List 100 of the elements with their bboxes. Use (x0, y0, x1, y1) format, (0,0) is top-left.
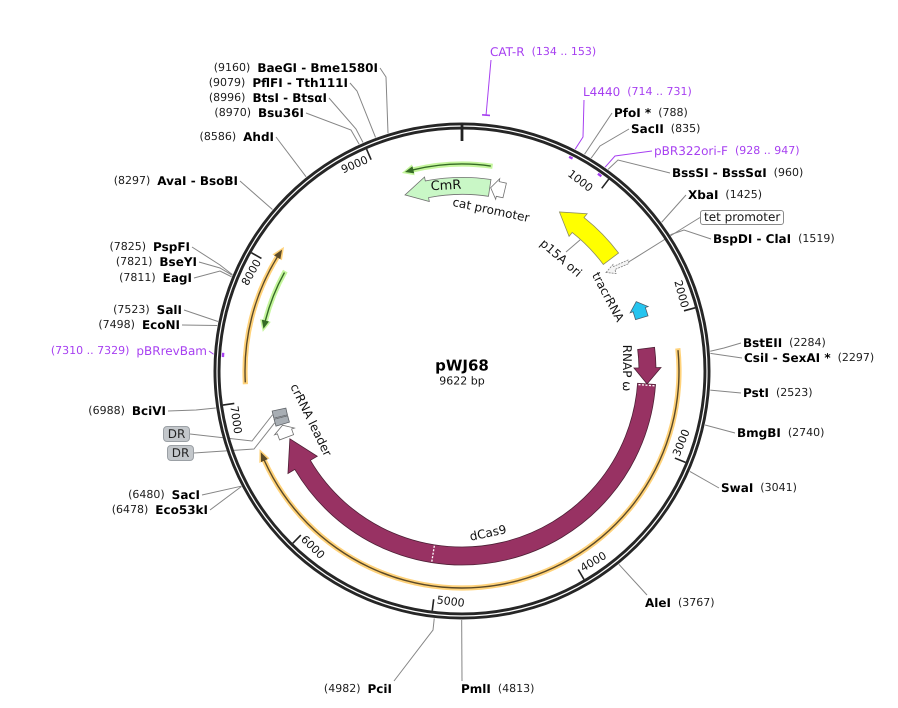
enzyme-name: PspFI (153, 239, 190, 255)
site-position: (8996) (208, 90, 246, 106)
leader-line (661, 194, 686, 223)
enzyme-name: BmgBI (737, 425, 781, 441)
tag-label: DR (167, 445, 194, 461)
primer-name: L4440 (583, 84, 620, 100)
enzyme-name: BstEII (743, 335, 782, 351)
feature-label: dCas9 (468, 522, 508, 544)
leader-line (590, 128, 630, 159)
site-position: (7498) (98, 317, 135, 333)
feature-label: cat promoter (451, 195, 531, 225)
leader-line (202, 486, 242, 496)
site-position: (9160) (214, 60, 250, 76)
site-position: (8970) (214, 105, 251, 121)
site-position: (8586) (200, 129, 236, 145)
leader-line (182, 324, 218, 326)
enzyme-name: BtsI - BtsαI (252, 90, 327, 106)
leader-line (194, 422, 276, 454)
scale-number: 5000 (436, 594, 466, 610)
site-position: (7811) (119, 270, 156, 286)
leader-line (608, 159, 670, 174)
primer-name: pBRrevBam (136, 343, 207, 359)
leader-line (168, 408, 216, 412)
primer-range: (7310 .. 7329) (50, 343, 130, 359)
feature-block (490, 178, 507, 200)
repeat-bar (272, 408, 288, 419)
scale-number: 7000 (228, 406, 244, 436)
leader-line (194, 270, 232, 278)
enzyme-name: PmlI (461, 681, 491, 697)
scale-number: 2000 (671, 279, 690, 310)
site-position: (7825) (109, 239, 146, 255)
leader-line (350, 82, 376, 138)
enzyme-name: BssSI - BssSαI (672, 165, 767, 181)
feature-block (605, 259, 630, 274)
repeat-bar (274, 415, 290, 426)
feature-block (274, 424, 295, 440)
primer-range: (134 .. 153) (532, 44, 596, 60)
enzyme-name: EagI (162, 270, 192, 286)
enzyme-name: CsiI - SexAI * (744, 350, 831, 366)
enzyme-name: SalI (156, 302, 182, 318)
primer-range: (714 .. 731) (627, 84, 692, 100)
leader-line (190, 414, 273, 442)
leader-line (710, 342, 742, 352)
leader-line (481, 60, 492, 116)
enzyme-name: BaeGI - Bme1580I (257, 60, 378, 76)
scale-number: 9000 (340, 154, 370, 177)
feature-block (630, 301, 649, 320)
enzyme-name: Bsu36I (258, 105, 304, 121)
leader-line (328, 98, 364, 144)
leader-line (689, 470, 720, 488)
feature-label: CmR (430, 178, 462, 194)
enzyme-name: BspDI - ClaI (713, 231, 792, 247)
plasmid-name: pWJ68 (435, 358, 489, 374)
enzyme-name: PciI (368, 681, 392, 697)
site-position: (2297) (838, 350, 874, 366)
scale-number: 3000 (671, 427, 694, 458)
site-position: (4813) (498, 681, 534, 697)
leader-line (192, 246, 233, 276)
tag-label: tet promoter (700, 210, 784, 225)
leader-line (210, 486, 242, 510)
leader-line (574, 100, 584, 150)
enzyme-name: PstI (743, 385, 769, 401)
site-position: (1519) (798, 231, 835, 247)
leader-line (198, 262, 233, 276)
leader-line (670, 229, 712, 240)
leader-line (276, 136, 307, 178)
site-position: (3041) (760, 480, 797, 496)
leader-line (604, 150, 652, 168)
site-position: (2740) (788, 425, 824, 441)
leader-line (584, 112, 612, 155)
site-position: (3767) (678, 595, 715, 611)
site-position: (7523) (113, 302, 150, 318)
enzyme-name: AleI (645, 595, 672, 611)
scale-number: 4000 (578, 550, 608, 574)
enzyme-name: XbaI (688, 187, 718, 203)
enzyme-name: EcoNI (142, 317, 180, 333)
leader-line (461, 620, 462, 682)
leader-line (704, 424, 736, 434)
plasmid-size: 9622 bp (439, 374, 485, 388)
site-position: (835) (670, 121, 700, 137)
enzyme-name: PflFI - Tth111I (252, 75, 348, 91)
site-position: (960) (774, 165, 804, 181)
enzyme-name: SacI (172, 487, 200, 503)
site-position: (6478) (112, 502, 148, 518)
leader-line (208, 350, 214, 355)
site-position: (4982) (324, 681, 360, 697)
leader-line (566, 239, 581, 252)
tag-label: DR (163, 426, 190, 442)
enzyme-name: SwaI (721, 480, 754, 496)
site-position: (2284) (789, 335, 826, 351)
site-position: (9079) (208, 75, 246, 91)
site-position: (1425) (725, 187, 762, 203)
leader-line (394, 618, 435, 682)
enzyme-name: SacII (631, 121, 664, 137)
primer-name: CAT-R (490, 44, 525, 60)
site-position: (6988) (88, 403, 125, 419)
enzyme-name: Eco53kI (155, 502, 208, 518)
primer-name: pBR322ori-F (654, 143, 728, 159)
enzyme-name: BseYI (159, 254, 197, 270)
leader-line (628, 217, 700, 262)
